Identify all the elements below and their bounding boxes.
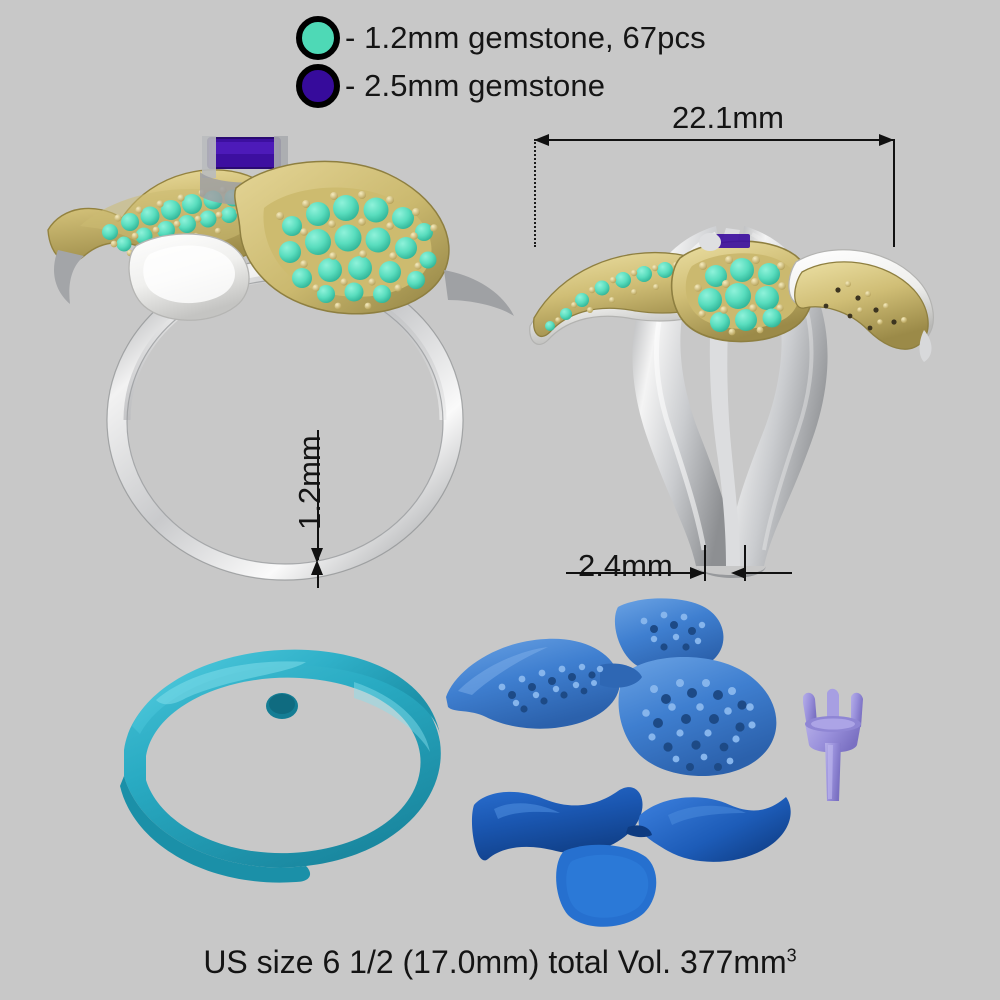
legend-item: - 1.2mm gemstone, 67pcs [296,14,706,62]
circle-swatch-icon [296,64,340,108]
dimension-overall-width-label: 22.1mm [672,100,784,135]
prong-beads [498,611,756,765]
center-gem-purple-side [716,234,750,248]
pave-holes-right-side [823,287,897,331]
prong-head-body [803,688,863,801]
pave-holes [508,621,747,771]
component-petals-darkblue [468,775,798,935]
petal-center-white-front [128,233,250,321]
prong-stem [825,743,841,801]
petal-center-side [670,233,814,343]
petals-body [471,787,791,927]
shank-body [120,649,441,883]
prong-tine [827,688,839,725]
tail-left-front [54,250,84,304]
component-prong-head-purple [793,683,873,805]
pave-gems-right-front [276,191,438,310]
legend-item: - 2.5mm gemstone [296,62,706,110]
petal-right-gold-front [234,160,450,315]
legend-item-label: - 2.5mm gemstone [345,68,606,103]
dimension-shank-width-label: 2.4mm [578,548,673,583]
pave-gems-left-front [102,186,253,257]
spec-caption: US size 6 1/2 (17.0mm) total Vol. 377mm3 [0,944,1000,981]
front-ring-view [40,120,530,590]
petal-left-gold-front [47,169,288,265]
petal-right-side [788,249,934,362]
tail-right-front [444,270,514,316]
setting-body [446,598,777,777]
side-ring-view [520,130,940,578]
dimension-band-thickness-label: 1.2mm [292,435,327,530]
legend-item-label: - 1.2mm gemstone, 67pcs [345,20,706,55]
circle-swatch-icon [296,16,340,60]
component-pave-setting-blue [440,595,810,805]
prong-tine [851,692,863,727]
spec-caption-superscript: 3 [786,945,797,966]
gemstone-legend: - 1.2mm gemstone, 67pcs - 2.5mm gemstone [296,14,706,110]
component-shank-teal [110,630,460,890]
pave-gems-center-side [694,256,786,336]
spec-caption-text: US size 6 1/2 (17.0mm) total Vol. 377mm [203,944,787,980]
